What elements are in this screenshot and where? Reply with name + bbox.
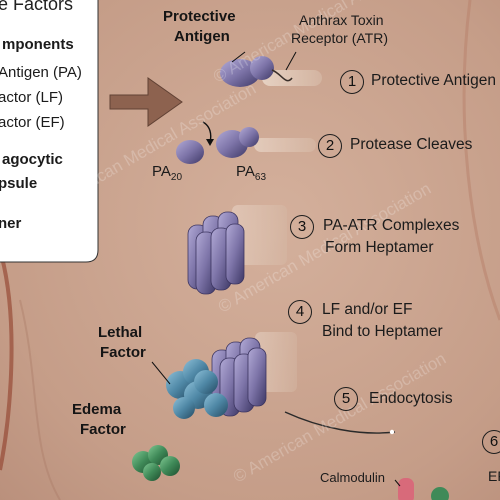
calmodulin-molecule xyxy=(394,478,449,500)
label-antigen: Antigen xyxy=(174,28,230,45)
label-pa63: PA63 xyxy=(236,163,267,183)
label-receptor-atr: Receptor (ATR) xyxy=(291,30,388,46)
legend-phagocytic-line2: psule xyxy=(0,175,38,192)
heptamer-with-factors xyxy=(166,337,267,419)
legend-item-lf: actor (LF) xyxy=(0,89,64,106)
label-lethal: Lethal xyxy=(98,324,143,341)
step-4-number: 4 xyxy=(288,300,312,324)
label-edema-factor: Factor xyxy=(80,421,126,438)
step-3-text-line1: PA-ATR Complexes xyxy=(323,217,460,234)
lethal-factor-molecule xyxy=(166,359,228,419)
step-4-text-line2: Bind to Heptamer xyxy=(322,323,443,340)
pa20-molecule xyxy=(176,140,204,164)
legend-components-title: mponents xyxy=(2,36,74,53)
legend-box-shape xyxy=(0,0,99,263)
label-ef-partial: EF xyxy=(488,468,500,484)
step-6-number: 6 xyxy=(482,430,500,454)
step-3-text-line2: Form Heptamer xyxy=(325,239,434,256)
legend-item-ef: actor (EF) xyxy=(0,114,65,131)
step-5-number: 5 xyxy=(334,387,358,411)
label-edema: Edema xyxy=(72,401,122,418)
step-4-text-line1: LF and/or EF xyxy=(322,301,413,318)
step-1-text: Protective Antigen xyxy=(371,72,496,89)
edema-factor-molecule xyxy=(132,445,180,481)
legend-phagocytic-line1: agocytic xyxy=(2,151,63,168)
protective-antigen-molecule xyxy=(220,56,293,87)
legend-trailing: ner xyxy=(0,215,22,232)
step-5-text: Endocytosis xyxy=(369,390,453,407)
pointer-arrow xyxy=(109,77,183,127)
step-1-number: 1 xyxy=(340,70,364,94)
pa63-molecule xyxy=(216,127,259,158)
endocytosis-membrane xyxy=(284,411,396,434)
label-calmodulin: Calmodulin xyxy=(320,470,386,485)
label-anthrax-toxin: Anthrax Toxin xyxy=(299,12,384,28)
label-pa20: PA20 xyxy=(152,163,183,183)
label-lethal-factor: Factor xyxy=(100,344,146,361)
heptamer-complex xyxy=(187,211,245,295)
step-2-number: 2 xyxy=(318,134,342,158)
step-2-text: Protease Cleaves xyxy=(350,136,473,153)
legend-item-pa: Antigen (PA) xyxy=(0,64,82,81)
legend-heading: e Factors xyxy=(0,0,74,14)
label-protective: Protective xyxy=(163,8,236,25)
step-3-number: 3 xyxy=(290,215,314,239)
